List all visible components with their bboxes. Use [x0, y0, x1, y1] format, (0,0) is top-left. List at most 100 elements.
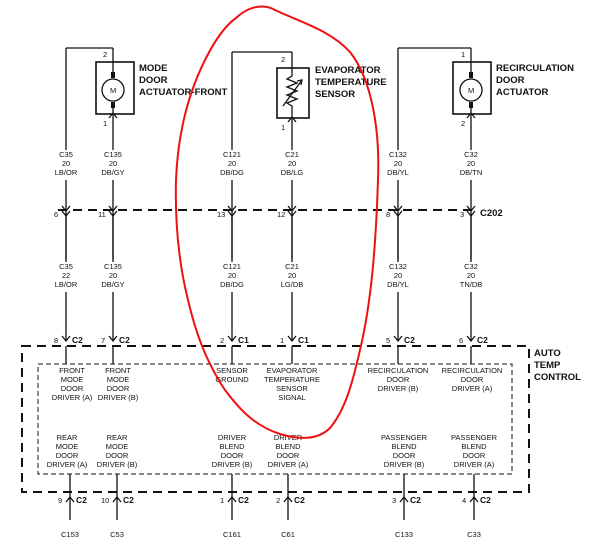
motor-icon: [101, 78, 125, 102]
c202-pin: 12: [277, 210, 285, 219]
wire-label: C132 20 DB/YL: [387, 262, 409, 289]
svg-text:FRONT: FRONT: [105, 366, 131, 375]
svg-text:BLEND: BLEND: [275, 442, 301, 451]
wire-label: C35 22 LB/OR: [55, 262, 78, 289]
recirc-door-pin-bottom: 2: [461, 119, 465, 128]
wire-circuit: C121: [223, 150, 241, 159]
wire-gauge: 20: [467, 271, 475, 280]
c202-connector: 6 11 13 12 8 3 C202: [54, 205, 503, 219]
evap-sensor-pin-bottom: 1: [281, 123, 285, 132]
function-label: SENSOR GROUND: [215, 366, 249, 384]
module-pin: 1: [280, 336, 284, 345]
module-title-2: TEMP: [534, 360, 561, 371]
bottom-circuit: C161: [223, 530, 241, 539]
function-label: REAR MODE DOOR DRIVER (B): [97, 433, 138, 469]
svg-text:DRIVER (A): DRIVER (A): [47, 460, 88, 469]
evap-sensor-title-2: TEMPERATURE: [315, 77, 387, 88]
svg-text:DOOR: DOOR: [61, 384, 84, 393]
module-conn: C2: [72, 335, 83, 345]
wire-gauge: 20: [109, 271, 117, 280]
module-title-3: CONTROL: [534, 372, 581, 383]
wire-gauge: 20: [62, 159, 70, 168]
module-title-1: AUTO: [534, 348, 561, 359]
red-annotation-circle: [174, 5, 380, 439]
svg-text:MODE: MODE: [61, 375, 84, 384]
bottom-circuit: C33: [467, 530, 481, 539]
wire-circuit: C35: [59, 262, 73, 271]
svg-text:REAR: REAR: [57, 433, 78, 442]
recirc-door-motor-label: M: [468, 86, 474, 95]
wire-label: C35 20 LB/OR: [55, 150, 78, 177]
wire-circuit: C135: [104, 262, 122, 271]
function-label: DRIVER BLEND DOOR DRIVER (A): [268, 433, 309, 469]
wire-color: DB/GY: [101, 280, 124, 289]
function-label: RECIRCULATION DOOR DRIVER (B): [368, 366, 429, 393]
svg-text:MODE: MODE: [107, 375, 130, 384]
wire-label: C32 20 TN/DB: [460, 262, 483, 289]
function-label: FRONT MODE DOOR DRIVER (A): [52, 366, 93, 402]
svg-text:DOOR: DOOR: [387, 375, 410, 384]
module-conn: C2: [410, 495, 421, 505]
wire-color: LB/OR: [55, 168, 78, 177]
bottom-circuit: C61: [281, 530, 295, 539]
recirc-door-title-1: RECIRCULATION: [496, 63, 574, 74]
wire-gauge: 20: [288, 271, 296, 280]
svg-text:BLEND: BLEND: [219, 442, 245, 451]
recirc-door-pin-top: 1: [461, 50, 465, 59]
wire-label: C21 20 DB/LG: [281, 150, 304, 177]
module-top-pins: 8 C2 7 C2 2 C1 1 C1 5 C2 6 C2: [54, 335, 488, 345]
svg-text:DRIVER: DRIVER: [218, 433, 247, 442]
wire-color: DB/DG: [220, 168, 244, 177]
evap-sensor-title-1: EVAPORATOR: [315, 65, 381, 76]
wire-gauge: 20: [109, 159, 117, 168]
mode-door-pin-bottom: 1: [103, 119, 107, 128]
module-functions-top: FRONT MODE DOOR DRIVER (A) FRONT MODE DO…: [52, 366, 503, 402]
wire-label: C121 20 DB/DG: [220, 262, 244, 289]
svg-text:GROUND: GROUND: [215, 375, 249, 384]
mode-door-pin-top: 2: [103, 50, 107, 59]
module-conn: C2: [480, 495, 491, 505]
bottom-circuit: C153: [61, 530, 79, 539]
svg-text:RECIRCULATION: RECIRCULATION: [442, 366, 503, 375]
c202-pin: 11: [98, 210, 106, 219]
motor-icon: [459, 78, 483, 102]
svg-text:REAR: REAR: [107, 433, 128, 442]
wire-circuit: C35: [59, 150, 73, 159]
module-pin: 1: [220, 496, 224, 505]
module-conn: C1: [298, 335, 309, 345]
wire-color: DB/DG: [220, 280, 244, 289]
wire-gauge: 20: [228, 271, 236, 280]
evaporator-temperature-sensor: 2 1 EVAPORATOR TEMPERATURE SENSOR: [231, 51, 387, 150]
wire-gauge: 20: [394, 159, 402, 168]
module-conn: C2: [404, 335, 415, 345]
function-label: RECIRCULATION DOOR DRIVER (A): [442, 366, 503, 393]
svg-text:DOOR: DOOR: [393, 451, 416, 460]
svg-text:RECIRCULATION: RECIRCULATION: [368, 366, 429, 375]
wire-color: TN/DB: [460, 280, 483, 289]
wire-color: LB/OR: [55, 280, 78, 289]
wire-label: C121 20 DB/DG: [220, 150, 244, 177]
module-conn: C2: [76, 495, 87, 505]
c202-pin: 6: [54, 210, 58, 219]
c202-pin: 3: [460, 210, 464, 219]
module-conn: C1: [238, 335, 249, 345]
wire-circuit: C21: [285, 262, 299, 271]
wire-gauge: 22: [62, 271, 70, 280]
module-pin: 7: [101, 336, 105, 345]
wire-circuit: C135: [104, 150, 122, 159]
wire-label: C21 20 LG/DB: [281, 262, 304, 289]
svg-text:DRIVER (B): DRIVER (B): [378, 384, 419, 393]
wire-label: C32 20 DB/TN: [460, 150, 483, 177]
mode-door-title-3: ACTUATOR-FRONT: [139, 87, 227, 98]
svg-text:DOOR: DOOR: [461, 375, 484, 384]
wire-gauge: 20: [467, 159, 475, 168]
thermistor-icon: [285, 68, 299, 118]
wire-gauge: 20: [288, 159, 296, 168]
module-conn: C2: [294, 495, 305, 505]
wire-circuit: C121: [223, 262, 241, 271]
auto-temp-control-module: AUTO TEMP CONTROL: [21, 345, 581, 493]
mode-door-title-2: DOOR: [139, 75, 168, 86]
wire-color: DB/TN: [460, 168, 483, 177]
svg-text:EVAPORATOR: EVAPORATOR: [267, 366, 318, 375]
